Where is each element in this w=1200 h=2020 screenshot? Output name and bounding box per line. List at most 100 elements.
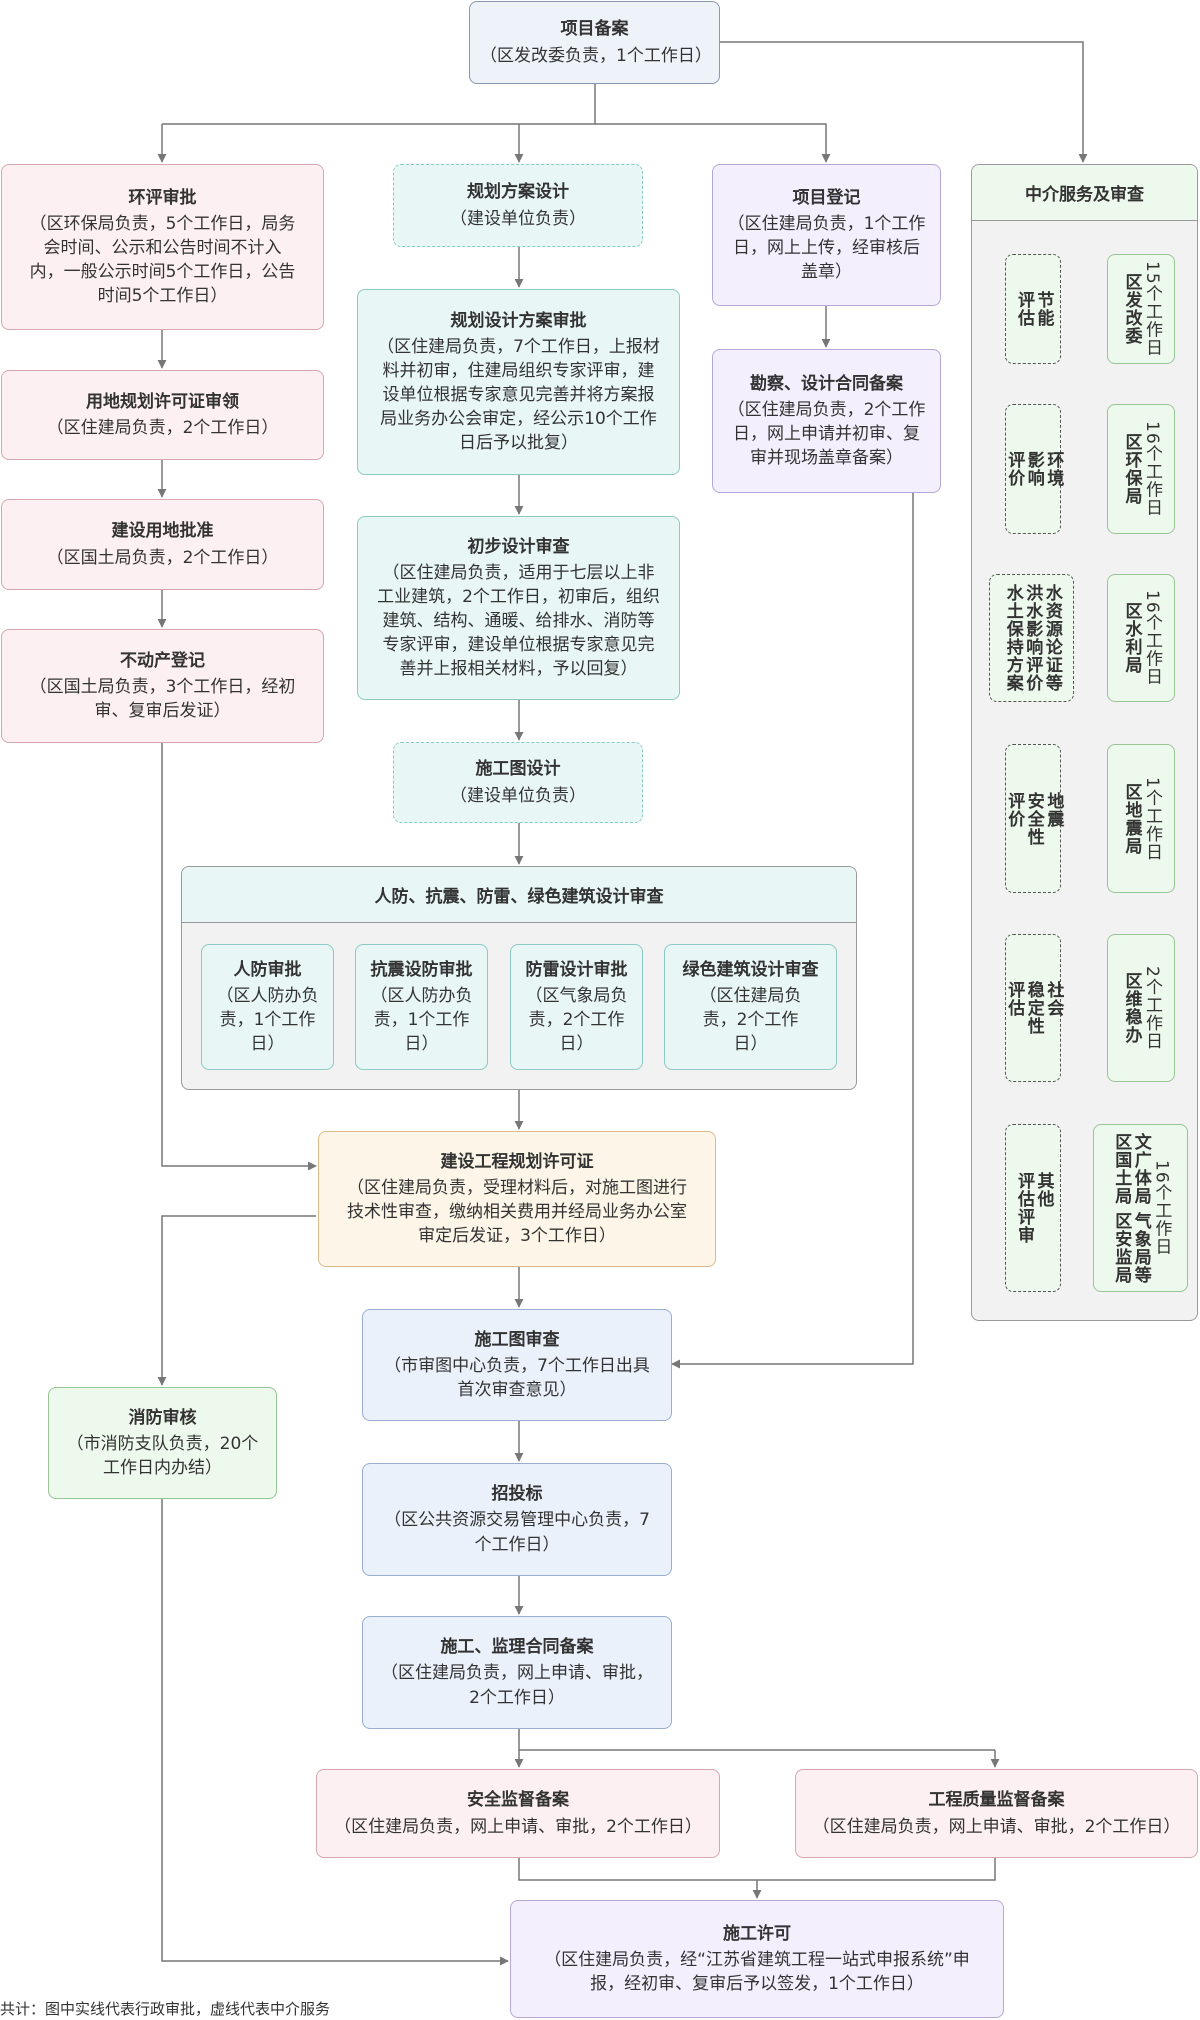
agency-environmental-impact[interactable]: 16个工作日 区环保局 (1107, 404, 1175, 534)
node-construction-permit[interactable]: 施工许可 （区住建局负责，经“江苏省建筑工程一站式申报系统”申 报，经初审、复审… (510, 1900, 1004, 2018)
footnote: 共计：图中实线代表行政审批，虚线代表中介服务 (0, 2000, 331, 2018)
node-title: 施工许可 (723, 1923, 791, 1944)
node-project-filing[interactable]: 项目备案 （区发改委负责，1个工作日） (469, 1, 720, 84)
node-desc: （建设单位负责） (450, 208, 586, 229)
agency-name: 区地震局 (1121, 782, 1142, 855)
node-title: 消防审核 (128, 1407, 197, 1428)
agency-water-assessment[interactable]: 16个工作日 区水利局 (1107, 574, 1175, 702)
node-planning-permit[interactable]: 建设工程规划许可证 （区住建局负责，受理材料后，对施工图进行 技术性审查，缴纳相… (318, 1131, 716, 1267)
node-safety-filing[interactable]: 安全监督备案 （区住建局负责，网上申请、审批，2个工作日） (316, 1769, 720, 1858)
node-construction-drawing-design[interactable]: 施工图设计 （建设单位负责） (393, 742, 643, 823)
service-label: 社会 稳定性 评估 (1004, 981, 1064, 1035)
node-desc: （区住建局负责，1个工作 日，网上上传，经审核后 盖章） (727, 213, 926, 283)
node-desc: （区住建局负责，网上申请、审批，2个工作日） (812, 1816, 1181, 1837)
node-title: 用地规划许可证审领 (86, 391, 239, 412)
edge-filing-to-intermediary (720, 41, 1088, 163)
node-bidding[interactable]: 招投标 （区公共资源交易管理中心负责，7 个工作日） (362, 1463, 672, 1576)
node-title: 规划方案设计 (467, 182, 569, 203)
node-property-registration[interactable]: 不动产登记 （区国土局负责，3个工作日，经初 审、复审后发证） (1, 629, 324, 743)
node-quality-filing[interactable]: 工程质量监督备案 （区住建局负责，网上申请、审批，2个工作日） (795, 1769, 1198, 1858)
agency-days: 15个工作日 (1142, 261, 1163, 357)
service-social-stability[interactable]: 社会 稳定性 评估 (1004, 934, 1064, 1082)
edge-filing-to-branches (162, 84, 596, 125)
service-seismic-safety[interactable]: 地震 安全性 评价 (1004, 744, 1064, 893)
node-lightning-review[interactable]: 防雷设计审批 （区气象局负 责，2个工作 日） (510, 944, 643, 1070)
node-title: 安全监督备案 (467, 1790, 569, 1811)
node-desc: （区公共资源交易管理中心负责，7 个工作日） (384, 1510, 650, 1555)
service-label: 水资源论证等 洪水影响评价 水土保持方案 (1002, 584, 1062, 692)
node-title: 施工图审查 (474, 1329, 560, 1350)
node-title: 项目备案 (560, 19, 629, 40)
node-title: 工程质量监督备案 (928, 1790, 1065, 1811)
node-title: 抗震设防审批 (370, 959, 473, 980)
node-desc: （区环保局负责，5个工作日，局务 会时间、公示和公告时间不计入 内，一般公示时间… (29, 213, 296, 307)
node-fire-review[interactable]: 消防审核 （市消防支队负责，20个 工作日内办结） (48, 1387, 277, 1499)
node-desc: （区发改委负责，1个工作日） (480, 45, 712, 66)
node-title: 初步设计审查 (467, 536, 570, 557)
node-eia-review[interactable]: 环评审批 （区环保局负责，5个工作日，局务 会时间、公示和公告时间不计入 内，一… (1, 164, 324, 330)
node-desc: （建设单位负责） (450, 785, 586, 806)
node-title: 规划设计方案审批 (450, 310, 587, 331)
agency-days: 2个工作日 (1142, 966, 1163, 1050)
agency-name: 区维稳办 (1121, 972, 1142, 1044)
node-desc: （区住建局负责，经“江苏省建筑工程一站式申报系统”申 报，经初审、复审后予以签发… (544, 1949, 970, 1995)
node-seismic-review[interactable]: 抗震设防审批 （区人防办负 责，1个工作 日） (355, 944, 488, 1070)
node-title: 施工、监理合同备案 (440, 1637, 594, 1658)
node-civil-air-defense[interactable]: 人防审批 （区人防办负 责，1个工作 日） (201, 944, 334, 1070)
node-survey-contract-filing[interactable]: 勘察、设计合同备案 （区住建局负责，2个工作 日，网上申请并初审、复 审并现场盖… (712, 349, 941, 493)
agency-seismic-safety[interactable]: 1个工作日 区地震局 (1107, 744, 1175, 893)
service-other-assessments[interactable]: 其他 评估评审 (1005, 1124, 1061, 1292)
node-title: 绿色建筑设计审查 (682, 959, 819, 980)
node-desc: （区住建局负责，网上申请、审批， 2个工作日） (381, 1663, 653, 1708)
service-label: 地震 安全性 评价 (1004, 791, 1064, 846)
node-title: 施工图设计 (475, 759, 561, 780)
node-land-use-permit[interactable]: 用地规划许可证审领 （区住建局负责，2个工作日） (1, 370, 324, 460)
node-desc: （区住建局负责，受理材料后，对施工图进行 技术性审查，缴纳相关费用并经局业务办公… (347, 1177, 687, 1247)
service-environmental-impact[interactable]: 环境 影响 评价 (1004, 404, 1063, 534)
edge-to-project-registration (595, 123, 831, 163)
node-preliminary-design[interactable]: 初步设计审查 （区住建局负责，适用于七层以上非 工业建筑，2个工作日，初审后，组… (357, 516, 680, 700)
node-title: 勘察、设计合同备案 (750, 373, 903, 394)
node-desc: （区住建局负责，适用于七层以上非 工业建筑，2个工作日，初审后，组织 建筑、结构… (377, 562, 660, 680)
agency-name: 区发改委 (1121, 273, 1142, 345)
node-desc: （区人防办负 责，1个工作 日） (370, 985, 473, 1055)
node-planning-approval[interactable]: 规划设计方案审批 （区住建局负责，7个工作日，上报材 料并初审，住建局组织专家评… (357, 289, 680, 475)
agency-energy-assessment[interactable]: 15个工作日 区发改委 (1107, 254, 1175, 364)
edge-fire-to-construction-permit (161, 1499, 509, 1966)
node-title: 项目登记 (792, 187, 861, 208)
node-green-building-review[interactable]: 绿色建筑设计审查 （区住建局负 责，2个工作 日） (664, 944, 837, 1070)
agency-days: 16个工作日 (1142, 421, 1163, 517)
node-desc: （区人防办负 责，1个工作 日） (216, 985, 319, 1055)
node-title: 防雷设计审批 (525, 959, 628, 980)
node-planning-design[interactable]: 规划方案设计 （建设单位负责） (393, 164, 643, 247)
edge-property-to-planning-permit (161, 743, 317, 1171)
agency-other-assessments[interactable]: 16个工作日 文广体局 气象局等 区国土局 区安监局 (1093, 1124, 1188, 1292)
node-desc: （区国土局负责，3个工作日，经初 审、复审后发证） (29, 676, 296, 722)
node-desc: （区住建局负责，网上申请、审批，2个工作日） (334, 1816, 702, 1837)
node-title: 不动产登记 (120, 650, 205, 671)
node-desc: （区住建局负 责，2个工作 日） (699, 985, 802, 1055)
intermediary-panel-title: 中介服务及审查 (972, 165, 1197, 221)
node-title: 建设用地批准 (111, 521, 214, 542)
service-label: 节能 评估 (1014, 291, 1054, 327)
node-desc: （区住建局负责，2个工作 日，网上申请并初审、复 审并现场盖章备案） (727, 399, 926, 469)
node-project-registration[interactable]: 项目登记 （区住建局负责，1个工作 日，网上上传，经审核后 盖章） (712, 164, 941, 306)
node-supervision-contract[interactable]: 施工、监理合同备案 （区住建局负责，网上申请、审批， 2个工作日） (362, 1616, 672, 1729)
agency-days: 16个工作日 (1151, 1160, 1172, 1256)
service-label: 其他 评估评审 (1014, 1172, 1054, 1244)
node-title: 建设工程规划许可证 (440, 1151, 594, 1172)
node-title: 招投标 (491, 1484, 543, 1505)
edge-filings-merge (518, 1858, 996, 1881)
agency-social-stability[interactable]: 2个工作日 区维稳办 (1107, 934, 1175, 1082)
agency-name: 区环保局 (1121, 433, 1142, 505)
edge-planning-permit-to-fire (157, 1215, 316, 1386)
service-energy-assessment[interactable]: 节能 评估 (1005, 254, 1061, 364)
agency-name: 文广体局 气象局等 区国土局 区安监局 (1111, 1132, 1151, 1284)
node-land-approval[interactable]: 建设用地批准 （区国土局负责，2个工作日） (1, 499, 324, 590)
node-drawing-review[interactable]: 施工图审查 （市审图中心负责，7个工作日出具 首次审查意见） (362, 1309, 672, 1421)
service-water-assessment[interactable]: 水资源论证等 洪水影响评价 水土保持方案 (989, 574, 1074, 702)
node-desc: （市消防支队负责，20个 工作日内办结） (66, 1433, 259, 1479)
node-title: 人防审批 (233, 959, 302, 980)
agency-days: 1个工作日 (1142, 776, 1163, 861)
